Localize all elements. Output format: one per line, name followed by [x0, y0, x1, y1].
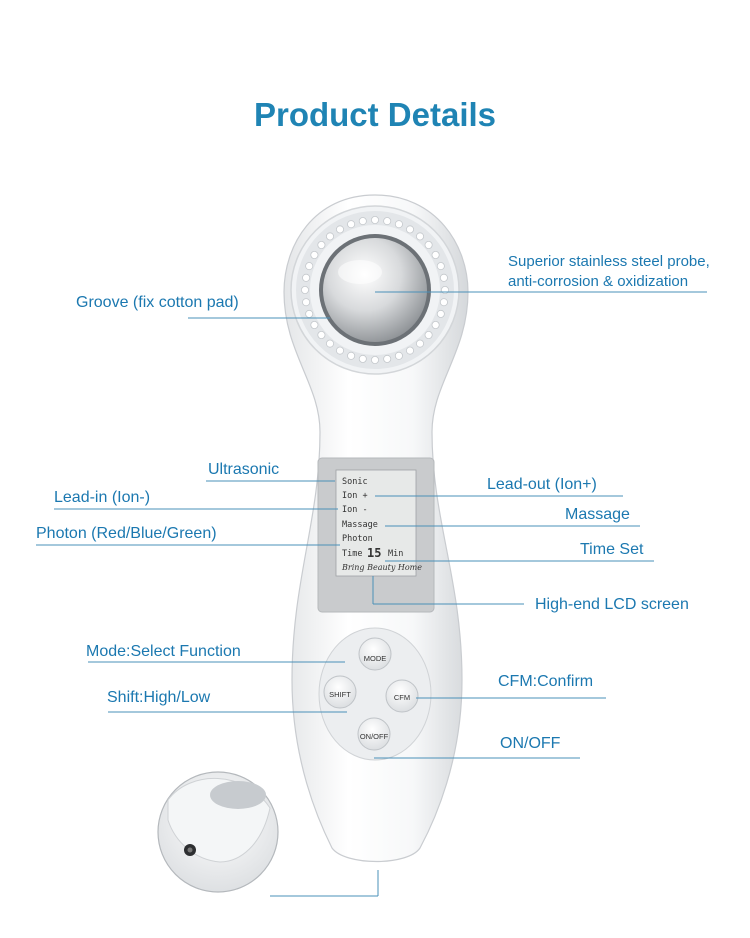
led-dot — [305, 262, 314, 271]
led-dot — [415, 339, 424, 348]
lcd-sonic: Sonic — [342, 477, 368, 487]
lead-in-label: Lead-in (Ion-) — [54, 489, 151, 506]
probe-label-line1: Superior stainless steel probe, — [508, 253, 710, 270]
led-dot — [325, 232, 334, 241]
led-dot — [335, 346, 344, 355]
led-dot — [347, 220, 356, 229]
mode-select-label: Mode:Select Function — [86, 643, 241, 660]
led-dot — [335, 225, 344, 234]
page-title: Product Details — [253, 96, 497, 133]
groove-label: Groove (fix cotton pad) — [76, 294, 239, 311]
probe-highlight — [338, 260, 382, 284]
led-dot — [424, 240, 433, 249]
led-dot — [394, 351, 403, 360]
shift-label: Shift:High/Low — [107, 689, 211, 706]
led-dot — [317, 330, 326, 339]
lcd-screen-label: High-end LCD screen — [535, 596, 689, 613]
led-dot — [358, 354, 367, 363]
mode-button[interactable]: MODE — [358, 637, 392, 671]
button-pad — [318, 627, 432, 761]
led-dot — [439, 298, 448, 307]
led-dot — [424, 330, 433, 339]
led-dot — [302, 298, 311, 307]
led-dot — [302, 273, 311, 282]
led-dot — [436, 309, 445, 318]
shift-button[interactable]: SHIFT — [323, 675, 357, 709]
onoff-button-label: ON/OFF — [360, 732, 389, 741]
led-dot — [370, 355, 379, 364]
cfm-label: CFM:Confirm — [498, 673, 594, 690]
led-dot — [436, 262, 445, 271]
lead-out-label: Lead-out (Ion+) — [487, 476, 597, 493]
led-dot — [370, 215, 379, 224]
led-dot — [405, 346, 414, 355]
massage-label: Massage — [565, 506, 630, 523]
led-dot — [431, 320, 440, 329]
led-dot — [383, 217, 392, 226]
lcd-brand: Bring Beauty Home — [341, 563, 422, 572]
charging-port-inset — [157, 771, 279, 893]
mode-button-label: MODE — [364, 654, 387, 663]
lcd-time-value: 15 — [367, 546, 381, 560]
led-dot — [415, 232, 424, 241]
lcd-ion-minus: Ion - — [342, 505, 368, 515]
led-dot — [310, 250, 319, 259]
on-off-label: ON/OFF — [500, 735, 561, 752]
time-set-label: Time Set — [580, 541, 644, 558]
led-dot — [440, 285, 449, 294]
lcd-ion-plus: Ion + — [342, 491, 368, 501]
led-dot — [394, 220, 403, 229]
ultrasonic-label: Ultrasonic — [208, 461, 280, 478]
probe-label-line2: anti-corrosion & oxidization — [508, 273, 689, 290]
led-dot — [305, 309, 314, 318]
led-dot — [358, 217, 367, 226]
led-dot — [383, 354, 392, 363]
shift-button-label: SHIFT — [329, 690, 351, 699]
led-dot — [325, 339, 334, 348]
lcd-time-unit: Min — [388, 549, 403, 559]
led-dot — [405, 225, 414, 234]
lcd-screen — [335, 469, 417, 577]
leader-lines — [36, 291, 707, 897]
cfm-button[interactable]: CFM — [385, 679, 419, 713]
onoff-button[interactable]: ON/OFF — [357, 717, 391, 751]
photon-label: Photon (Red/Blue/Green) — [36, 525, 217, 542]
cfm-button-label: CFM — [394, 693, 410, 702]
steel-probe — [323, 238, 427, 342]
led-dot — [310, 320, 319, 329]
lcd-time-label: Time — [342, 549, 362, 559]
led-dot — [317, 240, 326, 249]
led-dot — [300, 285, 309, 294]
led-dot — [439, 273, 448, 282]
lcd-massage: Massage — [342, 520, 378, 530]
led-dot — [347, 351, 356, 360]
led-dot — [431, 250, 440, 259]
lcd-photon: Photon — [342, 534, 373, 544]
